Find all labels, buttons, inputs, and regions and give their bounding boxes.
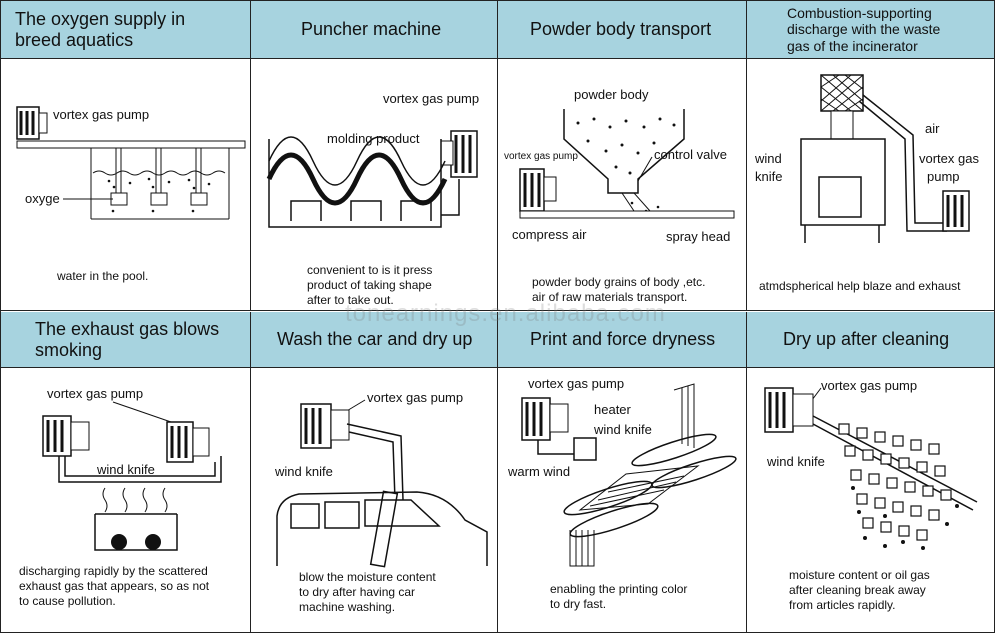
panel-title-box: Print and force dryness bbox=[498, 312, 746, 368]
panel-description: water in the pool. bbox=[57, 269, 149, 283]
vortex-pump-icon-right bbox=[166, 421, 210, 463]
watermark: tonearnings.en.alibaba.com bbox=[345, 300, 666, 327]
panel-title-box: Puncher machine bbox=[251, 1, 497, 59]
panel-title: Print and force dryness bbox=[530, 329, 716, 350]
pump-label-2: pump bbox=[927, 169, 960, 184]
panel-dry-after-cleaning: Dry up after cleaning vortex gas pump wi… bbox=[747, 312, 994, 632]
incinerator-body bbox=[800, 138, 886, 243]
pump-label: vortex gas pump bbox=[528, 376, 624, 391]
panel-exhaust-gas: The exhaust gas blows smoking vortex gas… bbox=[1, 312, 251, 632]
air-pipe bbox=[812, 415, 978, 503]
panel-oxygen-supply: The oxygen supply in breed aquatics vort… bbox=[1, 1, 251, 311]
vortex-pump-icon-left bbox=[42, 415, 90, 457]
pump-label: vortex gas pump bbox=[504, 151, 578, 162]
pump-label: vortex gas pump bbox=[367, 390, 463, 405]
panel-description: blow the moisture content to dry after h… bbox=[299, 570, 436, 614]
panel-description: discharging rapidly by the scattered exh… bbox=[19, 564, 210, 608]
wind-knife-nozzle bbox=[369, 490, 399, 568]
wind-knife-label: wind knife bbox=[96, 462, 155, 477]
bubbles bbox=[107, 177, 211, 213]
heater-label: heater bbox=[594, 402, 632, 417]
air-pipe bbox=[537, 440, 574, 455]
panel-powder-transport: Powder body transport powder body contro… bbox=[498, 1, 747, 311]
dry-after-cleaning-diagram: vortex gas pump wind knife bbox=[764, 378, 978, 550]
panel-title-box: The exhaust gas blows smoking bbox=[1, 312, 250, 368]
panel-title-box: Combustion-supporting discharge with the… bbox=[747, 1, 994, 59]
panel-title: Wash the car and dry up bbox=[277, 329, 473, 350]
warm-wind-label: warm wind bbox=[507, 464, 570, 479]
vortex-pump-icon bbox=[519, 168, 557, 212]
panel-title: Puncher machine bbox=[301, 19, 442, 40]
panel-description: enabling the printing color to dry fast. bbox=[550, 582, 688, 611]
oxygen-supply-diagram: vortex gas pump oxyge bbox=[16, 106, 246, 220]
air-stones bbox=[110, 147, 208, 206]
wind-knife-label: wind knife bbox=[274, 464, 333, 479]
vortex-pump-icon bbox=[16, 106, 48, 140]
oxygen-label: oxyge bbox=[25, 191, 60, 206]
exhaust-gas-diagram: vortex gas pump wind knife bbox=[42, 386, 222, 551]
pump-label-1: vortex gas bbox=[919, 151, 979, 166]
car-wash-diagram: vortex gas pump wind knife bbox=[274, 390, 488, 568]
air-label: compress air bbox=[512, 227, 587, 242]
pump-label: vortex gas pump bbox=[821, 378, 917, 393]
wind-knife-label: wind knife bbox=[593, 422, 652, 437]
panel-incinerator: Combustion-supporting discharge with the… bbox=[747, 1, 994, 311]
panel-puncher-machine: Puncher machine vortex gas pump molding … bbox=[251, 1, 498, 311]
chimney bbox=[830, 110, 854, 140]
mold-press bbox=[266, 136, 448, 228]
vortex-pump-icon bbox=[440, 130, 478, 178]
panel-title: The oxygen supply in breed aquatics bbox=[15, 8, 186, 50]
cleaning-rack bbox=[838, 423, 952, 541]
puncher-diagram: vortex gas pump molding product bbox=[266, 91, 479, 228]
air-pipe bbox=[16, 140, 246, 149]
heater-box bbox=[573, 437, 597, 461]
water-drops bbox=[851, 486, 959, 550]
smoke-lines bbox=[102, 487, 168, 513]
panel-title-box: Wash the car and dry up bbox=[251, 312, 497, 368]
pump-label: vortex gas pump bbox=[47, 386, 143, 401]
panel-title-box: Dry up after cleaning bbox=[747, 312, 994, 368]
panel-title-box: The oxygen supply in breed aquatics bbox=[1, 1, 250, 59]
furnace bbox=[94, 513, 178, 551]
panel-car-wash: Wash the car and dry up vortex gas pump … bbox=[251, 312, 498, 632]
air-pipe bbox=[441, 179, 460, 216]
powder-transport-diagram: powder body control valve vortex gas pum… bbox=[504, 87, 735, 244]
panel-description: moisture content or oil gas after cleani… bbox=[789, 568, 930, 612]
panel-description: atmdspherical help blaze and exhaust bbox=[759, 279, 961, 293]
vortex-pump-icon bbox=[521, 397, 569, 441]
print-sheet bbox=[578, 465, 700, 511]
incinerator-diagram: air wind knife vortex gas pump bbox=[754, 74, 979, 243]
panel-title: Dry up after cleaning bbox=[783, 329, 950, 350]
wind-knife-label-2: knife bbox=[755, 169, 782, 184]
air-hose bbox=[346, 423, 404, 501]
transport-pipe bbox=[519, 210, 735, 219]
print-dryness-diagram: vortex gas pump heater wind knife warm w… bbox=[507, 376, 737, 567]
hopper bbox=[563, 109, 685, 194]
spray-head-label: spray head bbox=[666, 229, 730, 244]
air-duct bbox=[858, 100, 947, 232]
vortex-pump-icon bbox=[764, 387, 814, 433]
panel-title-box: Powder body transport bbox=[498, 1, 746, 59]
air-pipes bbox=[58, 456, 222, 483]
panel-print-dryness: Print and force dryness vortex gas pump … bbox=[498, 312, 747, 632]
vortex-pump-icon bbox=[942, 190, 970, 232]
wind-knife-label: wind knife bbox=[766, 454, 825, 469]
panel-description: convenient to is it press product of tak… bbox=[307, 263, 433, 307]
chimney-filter bbox=[820, 74, 864, 112]
panel-title: Combustion-supporting discharge with the… bbox=[787, 5, 941, 54]
powder-label: powder body bbox=[574, 87, 649, 102]
vortex-pump-icon bbox=[300, 403, 350, 449]
print-stack bbox=[569, 383, 695, 567]
panel-title: The exhaust gas blows smoking bbox=[35, 318, 220, 360]
valve-label: control valve bbox=[654, 147, 727, 162]
wind-knife-label-1: wind bbox=[754, 151, 782, 166]
car-outline bbox=[276, 491, 488, 566]
pump-label: vortex gas pump bbox=[53, 107, 149, 122]
panel-title: Powder body transport bbox=[530, 19, 712, 40]
powder-dots bbox=[576, 117, 676, 213]
air-label: air bbox=[925, 121, 940, 136]
panel-description: powder body grains of body ,etc. air of … bbox=[532, 275, 706, 304]
pump-label: vortex gas pump bbox=[383, 91, 479, 106]
